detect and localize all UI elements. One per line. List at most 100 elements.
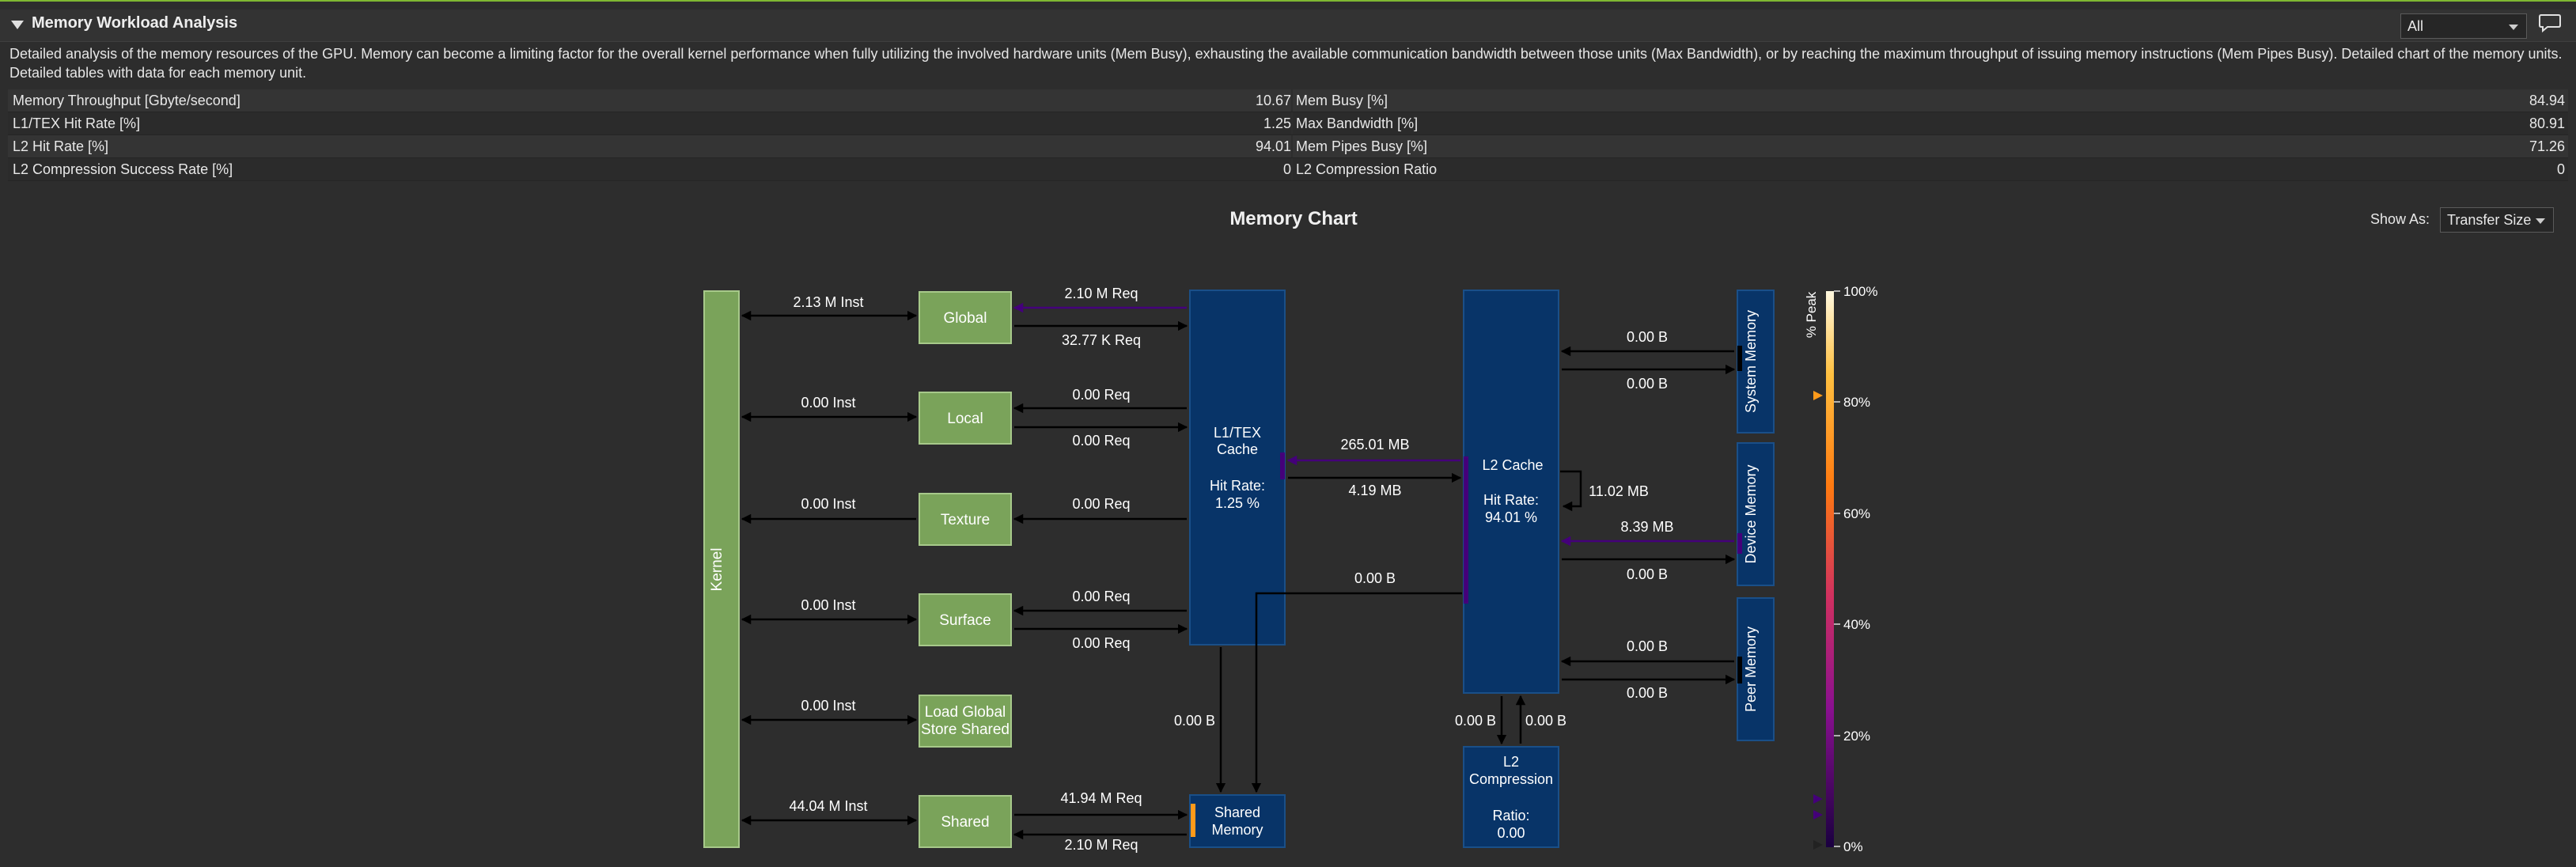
show-as-dropdown[interactable]: Transfer Size xyxy=(2440,207,2554,233)
metric-value: 80.91 xyxy=(2529,115,2565,131)
flow-l2c-down: 0.00 B xyxy=(1455,713,1496,729)
flow-lgss-inst: 0.00 Inst xyxy=(801,698,855,714)
l1-hit-label: Hit Rate: xyxy=(1210,478,1265,494)
l2-hit-label: Hit Rate: xyxy=(1483,492,1539,508)
flow-l1-to-l2: 4.19 MB xyxy=(1348,483,1401,498)
shmem-label-2: Memory xyxy=(1211,822,1263,838)
l2-cache[interactable]: L2 Cache Hit Rate: 94.01 % xyxy=(1463,290,1559,694)
flow-global-req-to-l1: 2.10 M Req xyxy=(1064,286,1138,301)
unit-shared-label: Shared xyxy=(941,814,989,831)
metric-name: L2 Hit Rate [%] xyxy=(13,138,109,154)
l1-label-2: Cache xyxy=(1217,441,1258,457)
l2c-ratio-label: Ratio: xyxy=(1492,808,1529,823)
flow-texture-inst: 0.00 Inst xyxy=(801,496,855,512)
peak-axis-label: % Peak xyxy=(1804,291,1819,338)
flow-sys-in: 0.00 B xyxy=(1627,329,1668,345)
flow-l2-to-l1: 265.01 MB xyxy=(1340,437,1409,452)
metric-name: L2 Compression Ratio xyxy=(1296,161,1438,177)
metric-value: 71.26 xyxy=(2529,138,2565,154)
l2c-label-1: L2 xyxy=(1503,754,1519,770)
metric-name: Mem Pipes Busy [%] xyxy=(1296,138,1428,154)
l2-title: L2 Cache xyxy=(1482,457,1543,473)
l2-hit-value: 94.01 % xyxy=(1485,509,1537,525)
system-memory-label: System Memory xyxy=(1743,310,1759,413)
metric-name: Mem Busy [%] xyxy=(1296,93,1388,108)
l2-usage-bar xyxy=(1464,456,1468,604)
shared-memory-usage-marker xyxy=(1191,804,1195,837)
peak-tick-label: 80% xyxy=(1843,395,1870,410)
peak-legend: % Peak 100% 80% 60% 40% 20% 0% xyxy=(1804,284,1877,854)
l1-label-1: L1/TEX xyxy=(1214,425,1261,441)
collapse-triangle-icon[interactable] xyxy=(11,21,24,29)
metric-value: 94.01 xyxy=(1255,138,1291,154)
flow-local-inst: 0.00 Inst xyxy=(801,395,855,411)
metric-value: 0 xyxy=(2556,161,2565,177)
peak-tick-label: 100% xyxy=(1843,284,1877,299)
metric-value: 10.67 xyxy=(1255,93,1291,108)
kernel-box[interactable] xyxy=(703,290,740,848)
flow-surface-req-from-l1: 0.00 Req xyxy=(1072,635,1130,651)
metrics-row: L1/TEX Hit Rate [%] 1.25 Max Bandwidth [… xyxy=(8,112,2568,135)
flow-dev-out: 0.00 B xyxy=(1627,566,1668,582)
metric-name: Max Bandwidth [%] xyxy=(1296,115,1419,131)
unit-surface-label: Surface xyxy=(939,612,991,629)
peak-tick-label: 20% xyxy=(1843,729,1870,744)
peak-gradient-bar xyxy=(1826,291,1834,847)
metric-value: 84.94 xyxy=(2529,93,2565,108)
l2c-ratio-value: 0.00 xyxy=(1497,825,1525,841)
shmem-label-1: Shared xyxy=(1214,805,1260,820)
l1-hit-value: 1.25 % xyxy=(1215,495,1260,511)
metrics-row: L2 Hit Rate [%] 94.01 Mem Pipes Busy [%]… xyxy=(8,135,2568,158)
section-header[interactable]: Memory Workload Analysis xyxy=(0,9,2576,42)
flow-global-req-from-l1: 32.77 K Req xyxy=(1062,332,1141,348)
flow-peer-out: 0.00 B xyxy=(1627,685,1668,701)
device-memory-label: Device Memory xyxy=(1743,464,1759,563)
flow-surface-inst: 0.00 Inst xyxy=(801,597,855,613)
peer-memory[interactable]: Peer Memory xyxy=(1737,597,1775,741)
metric-value: 0 xyxy=(1282,161,1291,177)
peak-tick-label: 60% xyxy=(1843,506,1870,521)
flow-l2-self: 11.02 MB xyxy=(1589,483,1649,499)
flow-local-req-from-l1: 0.00 Req xyxy=(1072,433,1130,449)
show-as-value: Transfer Size xyxy=(2447,212,2532,228)
device-memory[interactable]: Device Memory xyxy=(1737,442,1775,586)
flow-l2c-up: 0.00 B xyxy=(1525,713,1566,729)
section-accent-line xyxy=(0,0,2576,2)
comment-icon[interactable] xyxy=(2538,13,2562,33)
flow-sys-out: 0.00 B xyxy=(1627,376,1668,392)
l1-tex-cache[interactable]: L1/TEX Cache Hit Rate: 1.25 % xyxy=(1189,290,1286,646)
shared-memory[interactable]: Shared Memory xyxy=(1189,794,1286,848)
metric-name: L2 Compression Success Rate [%] xyxy=(13,161,233,177)
unit-shared[interactable]: Shared xyxy=(919,795,1012,848)
flow-l1-to-shmem: 0.00 B xyxy=(1174,713,1215,729)
flow-texture-req: 0.00 Req xyxy=(1072,496,1130,512)
flow-global-inst: 2.13 M Inst xyxy=(793,294,863,310)
unit-texture-label: Texture xyxy=(941,512,990,528)
unit-global[interactable]: Global xyxy=(919,291,1012,344)
peer-memory-label: Peer Memory xyxy=(1743,627,1759,712)
l1-usage-bar xyxy=(1280,452,1285,479)
flow-shared-req-in: 41.94 M Req xyxy=(1060,790,1142,806)
l2c-label-2: Compression xyxy=(1469,771,1553,787)
unit-lgss-label-2: Store Shared xyxy=(921,721,1010,738)
metrics-row: L2 Compression Success Rate [%] 0 L2 Com… xyxy=(8,158,2568,181)
section-filter-dropdown[interactable]: All xyxy=(2400,13,2527,39)
metric-name: L1/TEX Hit Rate [%] xyxy=(13,115,141,131)
unit-global-label: Global xyxy=(944,310,987,327)
show-as-label: Show As: xyxy=(2370,211,2430,227)
metric-value: 1.25 xyxy=(1263,115,1291,131)
memory-chart-title: Memory Chart xyxy=(1229,208,1358,229)
flow-surface-req-to-l1: 0.00 Req xyxy=(1072,589,1130,604)
metrics-row: Memory Throughput [Gbyte/second] 10.67 M… xyxy=(8,89,2568,112)
unit-texture[interactable]: Texture xyxy=(919,493,1012,546)
l2-compression[interactable]: L2 Compression Ratio: 0.00 xyxy=(1463,746,1559,848)
flow-shared-inst: 44.04 M Inst xyxy=(789,798,867,814)
unit-local[interactable]: Local xyxy=(919,392,1012,445)
system-memory[interactable]: System Memory xyxy=(1737,290,1775,434)
unit-local-label: Local xyxy=(947,411,983,427)
flow-local-req-to-l1: 0.00 Req xyxy=(1072,387,1130,403)
unit-surface[interactable]: Surface xyxy=(919,593,1012,646)
unit-load-global-store-shared[interactable]: Load Global Store Shared xyxy=(919,695,1012,748)
flow-dev-in: 8.39 MB xyxy=(1620,519,1673,535)
